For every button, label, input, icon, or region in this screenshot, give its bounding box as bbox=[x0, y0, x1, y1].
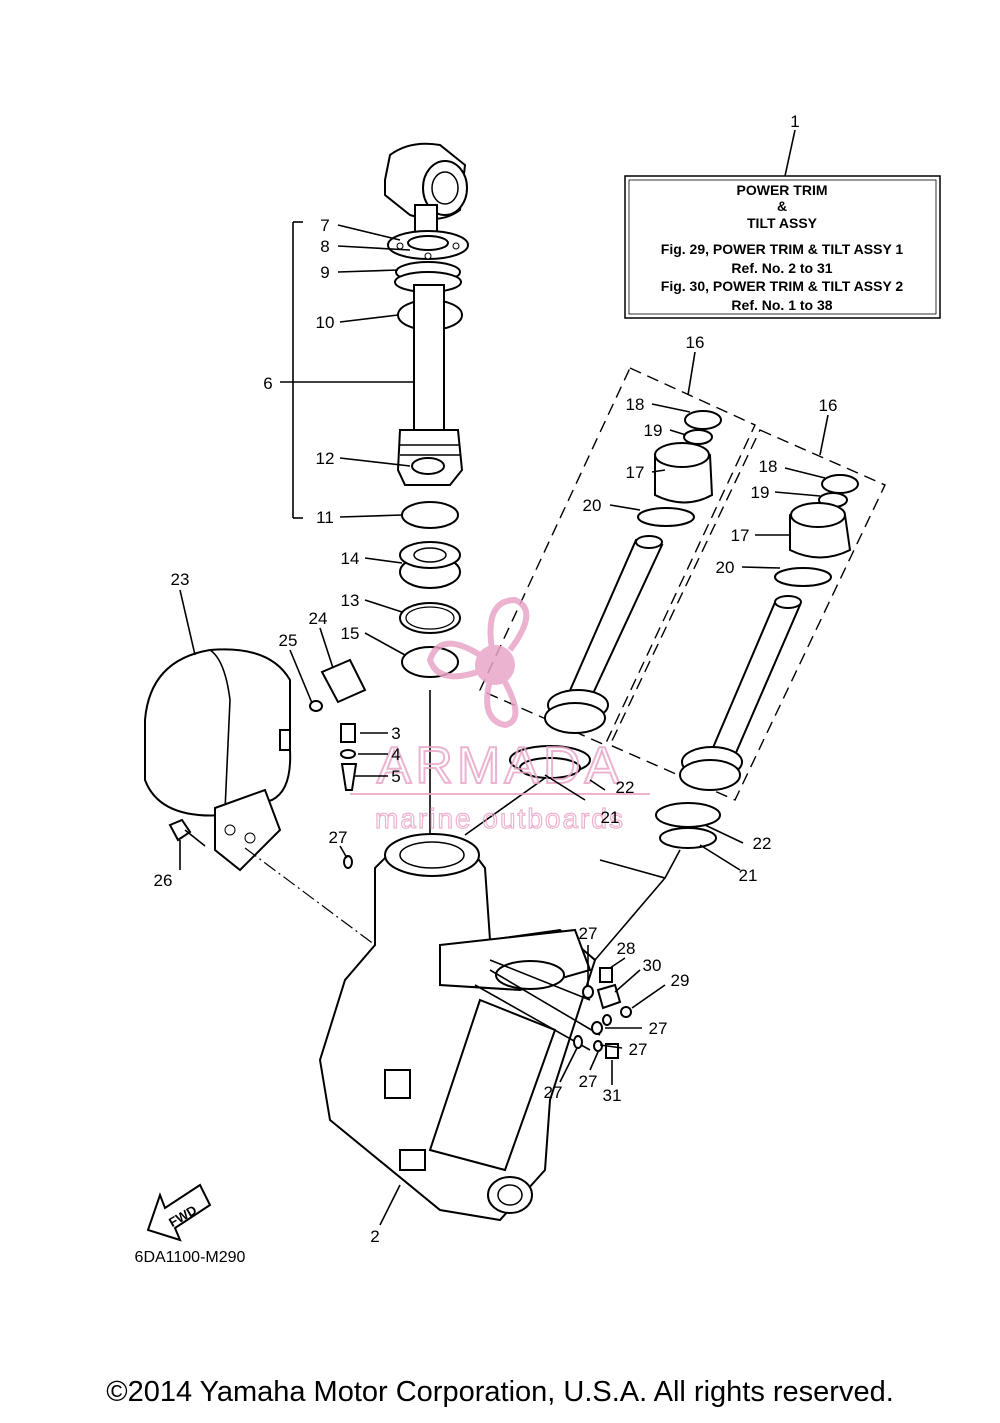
info-ref-range2: Ref. No. 1 to 38 bbox=[731, 297, 832, 313]
callout-labels: 1 2 3 4 5 6 7 8 9 10 11 12 13 14 15 16 1… bbox=[154, 112, 838, 1246]
callout-31: 31 bbox=[603, 1086, 622, 1105]
info-box: POWER TRIM & TILT ASSY Fig. 29, POWER TR… bbox=[624, 129, 941, 319]
callout-27d: 27 bbox=[629, 1040, 648, 1059]
info-title-line3: TILT ASSY bbox=[747, 215, 818, 231]
callout-4: 4 bbox=[391, 745, 400, 764]
callout-6: 6 bbox=[263, 374, 272, 393]
callout-18a: 18 bbox=[626, 395, 645, 414]
callout-7: 7 bbox=[320, 216, 329, 235]
callout-13: 13 bbox=[341, 591, 360, 610]
callout-2: 2 bbox=[370, 1227, 379, 1246]
copyright-notice: ©2014 Yamaha Motor Corporation, U.S.A. A… bbox=[106, 1376, 894, 1408]
callout-5: 5 bbox=[391, 767, 400, 786]
info-title-line2: & bbox=[777, 198, 787, 214]
callout-3: 3 bbox=[391, 724, 400, 743]
callout-22a: 22 bbox=[616, 778, 635, 797]
callout-16b: 16 bbox=[819, 396, 838, 415]
callout-18b: 18 bbox=[759, 457, 778, 476]
callout-11: 11 bbox=[316, 508, 334, 527]
callout-27a: 27 bbox=[329, 828, 348, 847]
callout-17b: 17 bbox=[731, 526, 750, 545]
callout-25: 25 bbox=[279, 631, 298, 650]
callout-28: 28 bbox=[617, 939, 636, 958]
info-ref-fig29: Fig. 29, POWER TRIM & TILT ASSY 1 bbox=[661, 241, 904, 257]
trim-cylinder-set-1 bbox=[479, 367, 756, 746]
callout-20a: 20 bbox=[583, 496, 602, 515]
leader-lines bbox=[179, 224, 829, 1226]
info-ref-range1: Ref. No. 2 to 31 bbox=[731, 260, 832, 276]
callout-17a: 17 bbox=[626, 463, 645, 482]
trim-cylinder-set-2 bbox=[609, 429, 886, 801]
callout-19b: 19 bbox=[751, 483, 770, 502]
callout-27c: 27 bbox=[649, 1019, 668, 1038]
info-title-line1: POWER TRIM bbox=[737, 182, 828, 198]
callout-20b: 20 bbox=[716, 558, 735, 577]
callout-24: 24 bbox=[309, 609, 328, 628]
callout-9: 9 bbox=[320, 263, 329, 282]
callout-10: 10 bbox=[316, 313, 335, 332]
callout-27b: 27 bbox=[579, 924, 598, 943]
callout-29: 29 bbox=[671, 971, 690, 990]
main-housing bbox=[318, 833, 666, 1222]
fittings bbox=[343, 855, 632, 1059]
tilt-rod-assembly bbox=[280, 142, 469, 855]
fwd-arrow-icon: FWD bbox=[146, 1183, 212, 1242]
callout-8: 8 bbox=[320, 237, 329, 256]
callout-1: 1 bbox=[790, 112, 799, 131]
callout-26: 26 bbox=[154, 871, 173, 890]
callout-23: 23 bbox=[171, 570, 190, 589]
callout-21a: 21 bbox=[601, 808, 620, 827]
watermark-brand: ARMADA bbox=[377, 737, 623, 795]
callout-15: 15 bbox=[341, 624, 360, 643]
info-ref-fig30: Fig. 30, POWER TRIM & TILT ASSY 2 bbox=[661, 278, 904, 294]
reservoir-cover bbox=[144, 648, 376, 946]
seal-rings bbox=[464, 745, 721, 879]
callout-22b: 22 bbox=[753, 834, 772, 853]
diagram-code: 6DA1100-M290 bbox=[135, 1249, 246, 1266]
callout-12: 12 bbox=[316, 449, 335, 468]
callout-27e: 27 bbox=[544, 1083, 563, 1102]
callout-16a: 16 bbox=[686, 333, 705, 352]
callout-14: 14 bbox=[341, 549, 360, 568]
callout-21b: 21 bbox=[739, 866, 758, 885]
callout-30: 30 bbox=[643, 956, 662, 975]
callout-19a: 19 bbox=[644, 421, 663, 440]
callout-27f: 27 bbox=[579, 1072, 598, 1091]
watermark: ARMADA marine outboards bbox=[350, 596, 650, 835]
watermark-tagline: marine outboards bbox=[375, 803, 625, 834]
small-parts bbox=[309, 658, 367, 791]
